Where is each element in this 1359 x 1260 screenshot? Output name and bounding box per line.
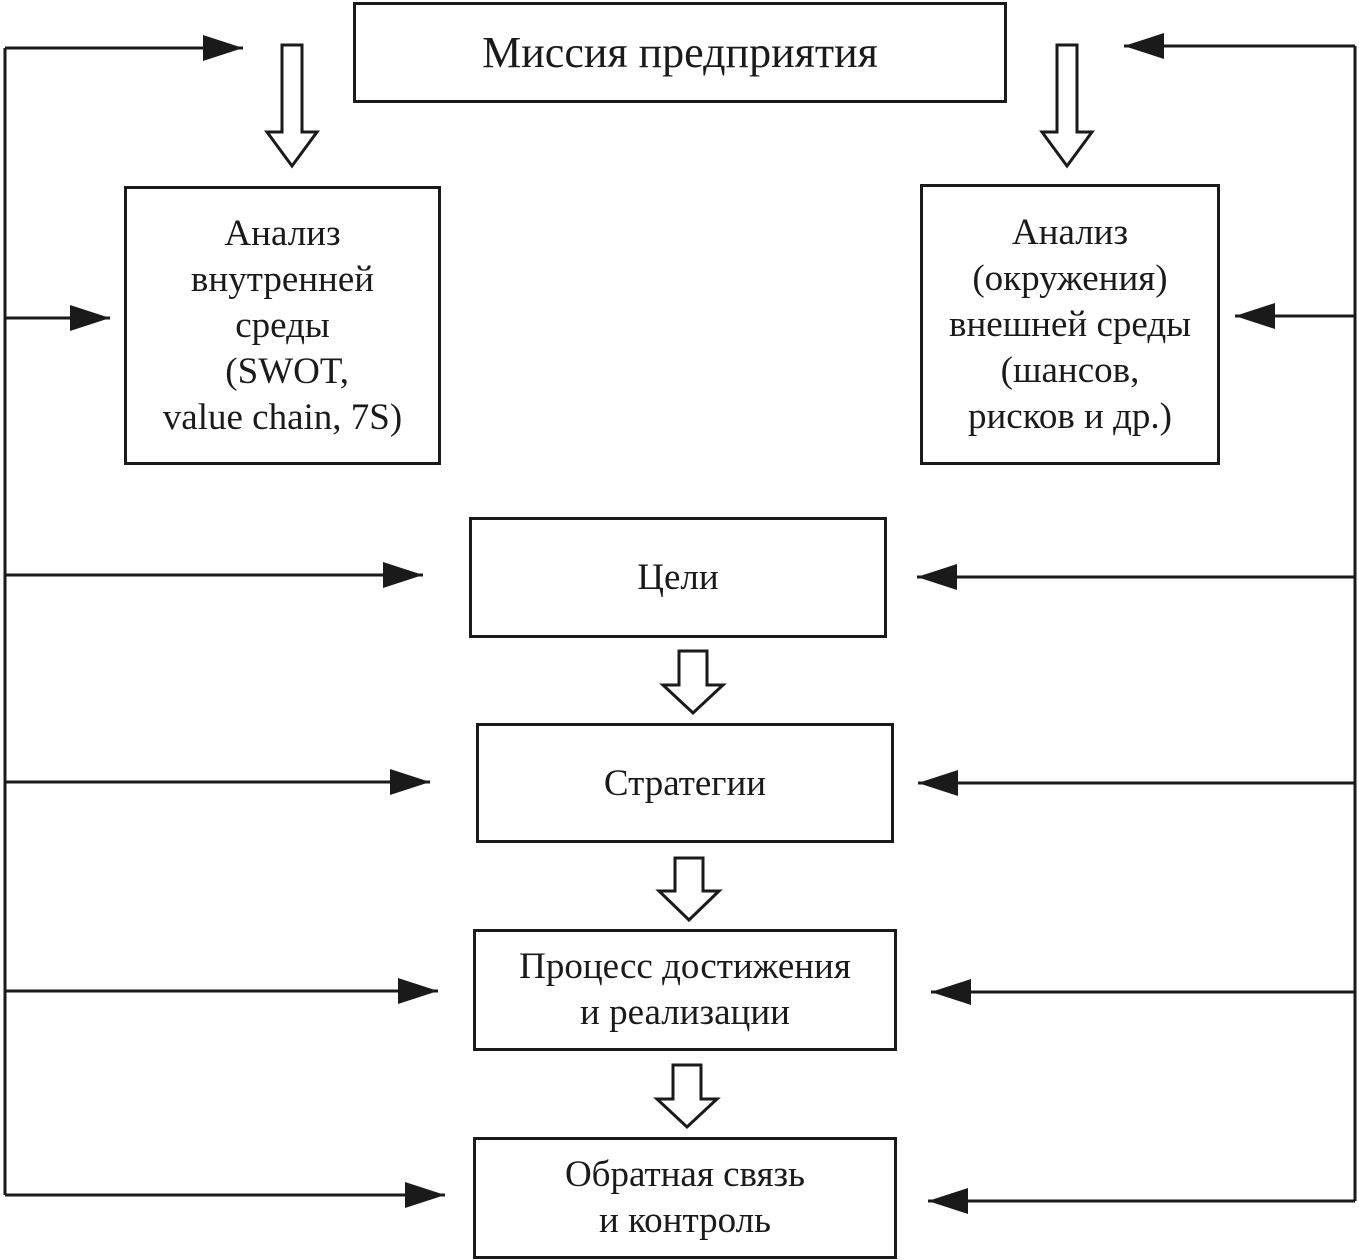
strategies-box: Стратегии [476,723,894,843]
external-analysis-line-5: рисков и др.) [968,395,1172,437]
mission-label: Миссия предприятия [482,28,878,77]
external-analysis-box: Анализ (окружения) внешней среды (шансов… [920,184,1220,465]
process-line-2: и реализации [580,992,790,1033]
flow-arrow-mission-to-external [1039,43,1095,169]
strategies-label: Стратегии [603,762,767,804]
internal-analysis-line-5: value chain, 7S) [162,396,403,438]
feedback-line-1: Обратная связь [564,1154,806,1195]
external-analysis-line-4: (шансов, [1000,349,1140,391]
goals-label: Цели [637,557,719,598]
flow-arrow-goals-to-strategies [659,649,727,716]
internal-analysis-line-1: Анализ [224,212,341,254]
external-analysis-line-2: (окружения) [972,257,1168,299]
mission-box: Миссия предприятия [353,2,1007,103]
flow-arrow-mission-to-internal [264,43,320,169]
flow-arrow-process-to-feedback [653,1063,721,1130]
internal-analysis-line-2: внутренней [190,258,375,300]
external-analysis-line-1: Анализ [1011,211,1129,253]
internal-analysis-box: Анализ внутренней среды (SWOT, value cha… [124,186,441,465]
flow-arrow-strategies-to-process [655,856,723,923]
feedback-box: Обратная связь и контроль [473,1137,897,1259]
process-line-1: Процесс достижения [519,946,851,987]
feedback-line-2: и контроль [599,1200,771,1241]
internal-analysis-line-4: (SWOT, [216,350,349,392]
internal-analysis-line-3: среды [235,304,330,346]
process-box: Процесс достижения и реализации [473,929,897,1051]
goals-box: Цели [469,517,887,638]
external-analysis-line-3: внешней среды [949,303,1191,345]
